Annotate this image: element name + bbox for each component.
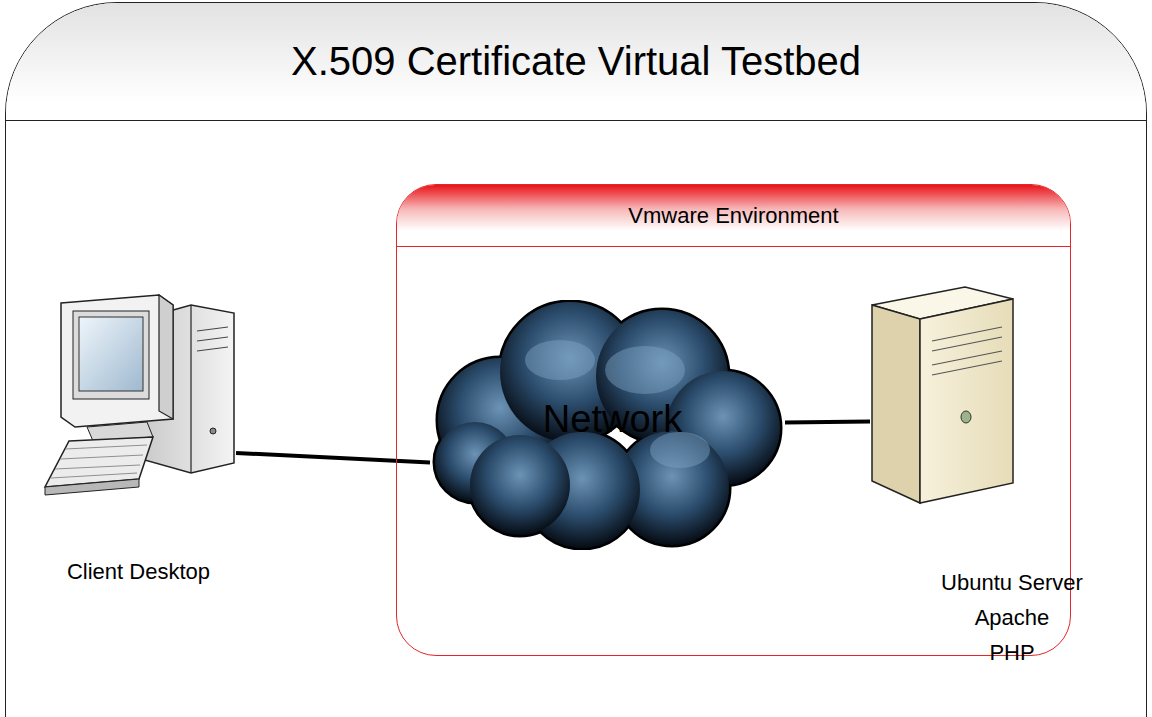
diagram-heading: X.509 Certificate Virtual Testbed (291, 39, 861, 84)
cloud-label-group: Network (430, 300, 785, 550)
device-label: Client Desktop (21, 559, 256, 585)
desktop-computer-icon (41, 291, 236, 496)
device-label-group: Ubuntu ServerApachePHP (892, 565, 1132, 670)
environment-box: Vmware Environment Network (396, 184, 1071, 656)
cloud-label: Network (543, 398, 682, 441)
device-label: PHP (892, 635, 1132, 670)
server-computer: Ubuntu ServerApachePHP (870, 285, 1015, 505)
client-computer: Client Desktop (41, 291, 236, 496)
diagram-heading-group: X.509 Certificate Virtual Testbed (6, 3, 1146, 121)
group-heading: Vmware Environment (628, 203, 838, 229)
device-label: Apache (892, 600, 1132, 635)
server-tower-icon (870, 285, 1015, 505)
group-heading-group: Vmware Environment (397, 185, 1070, 247)
device-label-group: Client Desktop (21, 559, 256, 585)
network-link (785, 421, 870, 422)
network-cloud: Network (430, 300, 785, 550)
network-link (236, 453, 430, 463)
testbed-frame: X.509 Certificate Virtual Testbed (5, 2, 1147, 717)
device-label: Ubuntu Server (892, 565, 1132, 600)
